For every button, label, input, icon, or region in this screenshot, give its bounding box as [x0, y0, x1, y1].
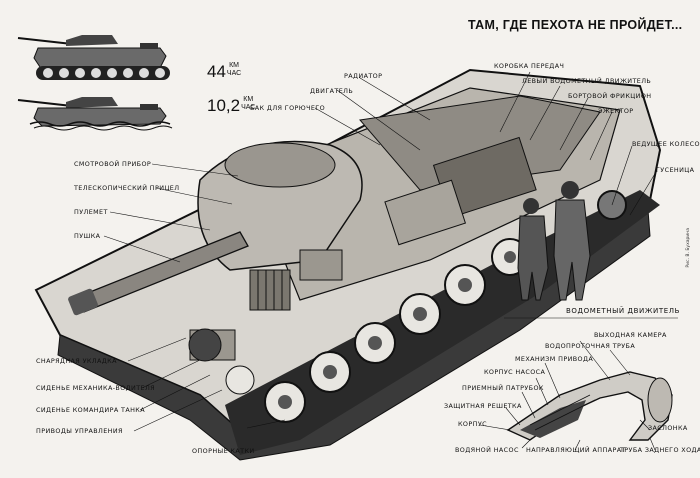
- label-housing: КОРПУС: [458, 420, 487, 428]
- water-speed-value: 10,2: [207, 96, 241, 115]
- label-guide-apparatus: НАПРАВЛЯЮЩИЙ АППАРАТ: [526, 446, 626, 454]
- label-commander-seat: СИДЕНЬЕ КОМАНДИРА ТАНКА: [36, 406, 146, 414]
- label-drive-wheel: ВЕДУЩЕЕ КОЛЕСО: [632, 140, 700, 148]
- waterjet-unit-drawing: [506, 371, 673, 441]
- land-speed-unit-bottom: ЧАС: [226, 70, 242, 77]
- label-reverse-pipe: ТРУБА ЗАДНЕГО ХОДА: [620, 446, 700, 454]
- label-fuel-tank: БАК ДЛЯ ГОРЮЧЕГО: [250, 104, 326, 112]
- label-outlet-chamber: ВЫХОДНАЯ КАМЕРА: [594, 331, 667, 339]
- label-pump-housing: КОРПУС НАСОСА: [484, 368, 546, 376]
- water-speed-unit-top: КМ: [243, 96, 254, 103]
- poster-title: ТАМ, ГДЕ ПЕХОТА НЕ ПРОЙДЕТ...: [468, 18, 683, 32]
- label-track: ГУСЕНИЦА: [656, 166, 695, 174]
- land-speed-value: 44: [207, 62, 226, 81]
- label-drive-mechanism: МЕХАНИЗМ ПРИВОДА: [515, 355, 594, 363]
- label-cannon: ПУШКА: [74, 232, 101, 240]
- label-observation-device: СМОТРОВОЙ ПРИБОР: [74, 160, 152, 168]
- label-intake-pipe: ПРИЕМНЫЙ ПАТРУБОК: [462, 384, 544, 392]
- label-water-pump: ВОДЯНОЙ НАСОС: [455, 446, 519, 454]
- crew-figures: [517, 181, 591, 301]
- land-tank-icon: [17, 35, 170, 80]
- label-telescopic-sight: ТЕЛЕСКОПИЧЕСКИЙ ПРИЦЕЛ: [74, 184, 180, 192]
- label-engine: ДВИГАТЕЛЬ: [310, 87, 354, 95]
- water-tank-icon: [17, 97, 173, 131]
- artist-credit: Рис. В. Бухарина: [686, 228, 691, 268]
- label-flap: ЗАСЛОНКА: [648, 424, 688, 432]
- label-radiator: РАДИАТОР: [344, 72, 383, 80]
- water-speed-unit-bottom: ЧАС: [241, 104, 256, 111]
- waterjet-section-title: ВОДОМЕТНЫЙ ДВИЖИТЕЛЬ: [566, 307, 680, 315]
- label-driver-seat: СИДЕНЬЕ МЕХАНИКА-ВОДИТЕЛЯ: [36, 384, 156, 392]
- label-left-water-jet: ЛЕВЫЙ ВОДОМЕТНЫЙ ДВИЖИТЕЛЬ: [522, 77, 652, 85]
- label-side-clutch: БОРТОВОЙ ФРИКЦИОН: [568, 92, 652, 100]
- label-machine-gun: ПУЛЕМЕТ: [74, 208, 108, 216]
- label-water-pipe: ВОДОПРОТОЧНАЯ ТРУБА: [545, 342, 636, 350]
- land-speed-unit-top: КМ: [229, 62, 239, 69]
- label-control-drives: ПРИВОДЫ УПРАВЛЕНИЯ: [36, 427, 123, 435]
- label-gearbox: КОРОБКА ПЕРЕДАЧ: [494, 62, 565, 70]
- label-protective-grill: ЗАЩИТНАЯ РЕШЕТКА: [444, 402, 522, 410]
- label-road-wheels: ОПОРНЫЕ КАТКИ: [192, 447, 255, 455]
- hull-cutaway: [34, 68, 662, 461]
- label-ejector: ЭЖЕКТОР: [598, 107, 634, 115]
- leader-lines: [103, 71, 678, 451]
- label-ammo-rack: СНАРЯДНАЯ УКЛАДКА: [36, 357, 117, 365]
